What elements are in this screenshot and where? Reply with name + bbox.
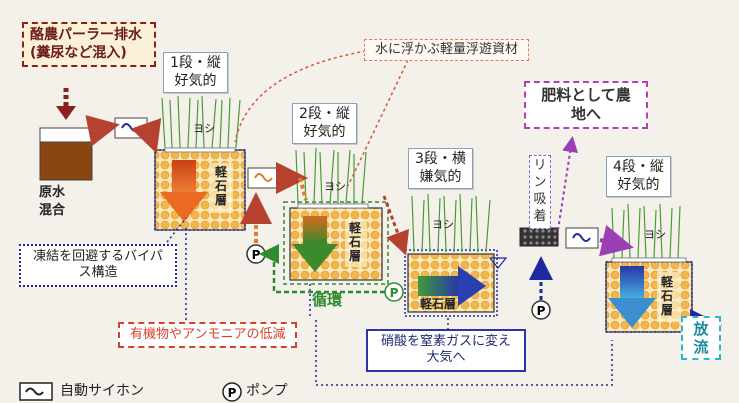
source-arrow: [56, 88, 76, 120]
stage3-bed: [404, 249, 508, 317]
siphon-icon: [247, 167, 281, 189]
stage1-line1: 1段・縦: [170, 55, 221, 71]
callout-lines: [163, 49, 613, 386]
stage2-line2: 好気的: [303, 123, 346, 140]
pumice-label-stage2: 軽石層: [349, 221, 362, 263]
nitrate-label: 硝酸を窒素ガスに変え大気へ: [366, 329, 526, 372]
bypass-label: 凍結を回避するバイパス構造: [19, 244, 177, 287]
raw-water-tank: [39, 127, 93, 181]
stage3-line1: 3段・横: [415, 151, 466, 167]
siphon-icon: [114, 117, 148, 139]
svg-text:P: P: [228, 386, 237, 400]
stage3-line2: 嫌気的: [419, 168, 462, 185]
svg-text:P: P: [537, 304, 546, 318]
reduction-label: 有機物やアンモニアの低減: [118, 322, 298, 349]
stage4-label: 4段・縦 好気的: [606, 156, 671, 197]
siphon-icon: [565, 227, 599, 249]
phosphorus-label: リン吸着: [529, 155, 551, 229]
svg-text:P: P: [252, 248, 261, 262]
source-label: 酪農パーラー排水(糞尿など混入): [22, 22, 156, 67]
stage2-reeds: [295, 147, 367, 205]
raw-water-label: 原水 混合: [39, 184, 65, 219]
legend-pump-label: ポンプ: [246, 383, 288, 399]
stage1-label: 1段・縦 好気的: [163, 52, 228, 93]
pumice-label-stage1: 軽石層: [215, 165, 228, 207]
stage2-line1: 2段・縦: [299, 106, 350, 122]
raw-water-line2: 混合: [39, 202, 66, 218]
svg-text:P: P: [390, 286, 399, 300]
stage4-line2: 好気的: [617, 176, 660, 193]
raw-water-line1: 原水: [39, 185, 66, 200]
stage4-bed: [605, 257, 693, 333]
fertilizer-label: 肥料として農地へ: [524, 81, 648, 129]
reed-label: ヨシ: [432, 218, 454, 231]
phosphorus-block: [519, 227, 559, 247]
pumice-label-stage4: 軽石層: [661, 275, 674, 317]
stage3-label: 3段・横 嫌気的: [408, 148, 473, 189]
reed-label: ヨシ: [324, 180, 346, 193]
stage1-line2: 好気的: [174, 72, 217, 89]
reed-label: ヨシ: [193, 122, 215, 135]
legend-pump-icon: P: [222, 382, 242, 402]
pump-icon: P: [384, 282, 404, 302]
stage1-reeds: [161, 95, 241, 149]
pumice-label-stage3: 軽石層: [420, 297, 457, 311]
stage2-label: 2段・縦 好気的: [292, 103, 357, 144]
stage2-bed: [283, 201, 389, 285]
circulation-label: 循環: [312, 291, 343, 309]
legend-siphon-icon: [19, 382, 53, 401]
stage4-line1: 4段・縦: [613, 159, 664, 175]
legend-siphon-label: 自動サイホン: [60, 383, 144, 399]
pump-icon: P: [531, 300, 551, 320]
discharge-label: 放流: [681, 316, 721, 360]
pump-icon: P: [246, 244, 266, 264]
stage1-bed: [154, 147, 246, 231]
float-material-label: 水に浮かぶ軽量浮遊資材: [364, 39, 530, 62]
recirculation-loop: [259, 244, 385, 294]
reed-label: ヨシ: [644, 228, 666, 241]
stage3-reeds: [411, 193, 491, 253]
